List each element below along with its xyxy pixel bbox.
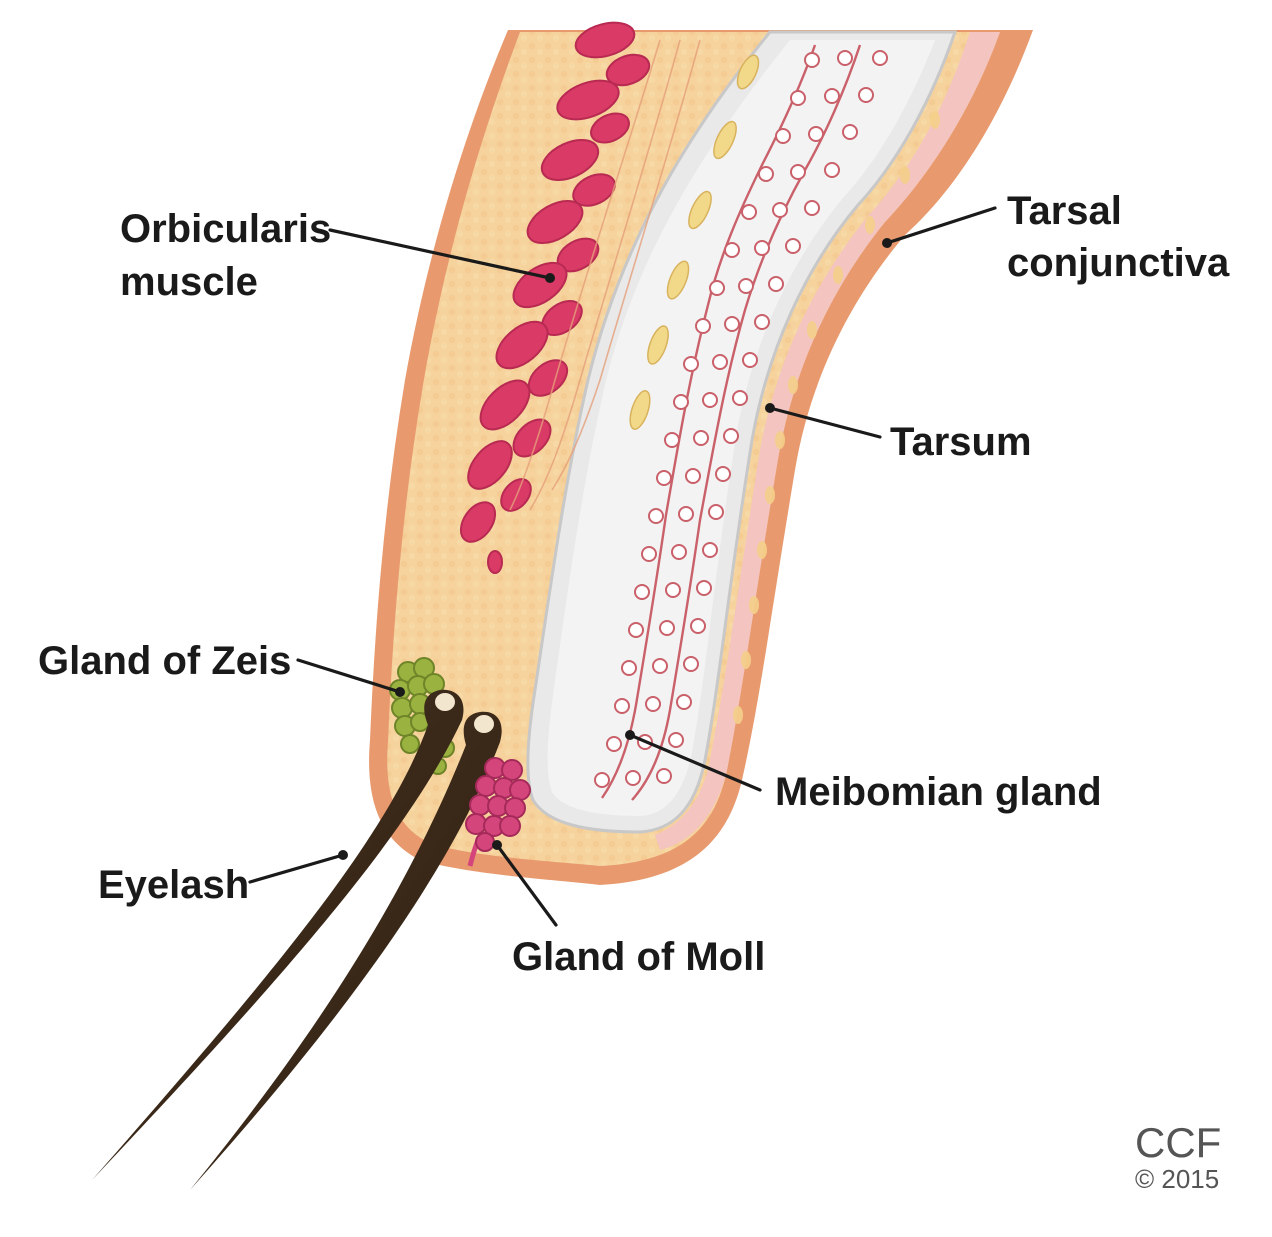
leader-eyelash xyxy=(248,853,345,884)
orbicularis-muscle-bundles xyxy=(459,21,651,574)
leader-meibomian xyxy=(628,733,762,792)
leader-dot-moll xyxy=(492,840,502,850)
leader-zeis xyxy=(296,658,402,694)
follicle-2 xyxy=(474,715,494,733)
leader-lines xyxy=(248,206,997,927)
leader-dot-eyelash xyxy=(338,850,348,860)
leader-tarsal xyxy=(885,206,997,245)
muscle-fibers xyxy=(509,39,701,511)
label-meibomian-gland: Meibomian gland xyxy=(775,770,1102,814)
meibomian-gland-acini xyxy=(594,50,888,788)
connective-tissue-cells xyxy=(629,54,760,430)
credit-name: CCF xyxy=(1135,1119,1221,1166)
label-gland-of-moll: Gland of Moll xyxy=(512,935,765,979)
eyelash-2 xyxy=(190,711,502,1190)
label-orbicularis-line1: Orbicularis xyxy=(120,207,331,251)
label-orbicularis-line2: muscle xyxy=(120,260,258,304)
leader-orbicularis xyxy=(328,228,552,280)
labels: Orbicularis muscle Tarsal conjunctiva Ta… xyxy=(38,189,1230,979)
eyelashes xyxy=(92,689,502,1190)
meibomian-gland-loops xyxy=(601,44,862,801)
leader-tarsum xyxy=(768,406,882,439)
label-gland-of-zeis: Gland of Zeis xyxy=(38,639,291,683)
leader-dot-orbicularis xyxy=(545,273,555,283)
eyelash-1 xyxy=(92,689,464,1180)
label-tarsum: Tarsum xyxy=(890,420,1032,464)
follicle-1 xyxy=(435,693,455,711)
leader-dot-tarsum xyxy=(765,403,775,413)
tarsal-conjunctiva-layer xyxy=(655,32,1000,850)
conjunctiva-cells xyxy=(733,111,940,724)
gland-of-moll xyxy=(465,757,531,867)
leader-dot-tarsal xyxy=(882,238,892,248)
label-eyelash: Eyelash xyxy=(98,863,249,907)
tarsus-inner xyxy=(547,40,935,816)
leader-dot-zeis xyxy=(395,687,405,697)
credit-year: © 2015 xyxy=(1135,1164,1219,1194)
label-tarsal-line1: Tarsal xyxy=(1007,189,1122,233)
label-tarsal-line2: conjunctiva xyxy=(1007,241,1230,285)
leader-dot-meibomian xyxy=(625,730,635,740)
credit: CCF © 2015 xyxy=(1135,1119,1221,1194)
leader-moll xyxy=(495,843,558,927)
